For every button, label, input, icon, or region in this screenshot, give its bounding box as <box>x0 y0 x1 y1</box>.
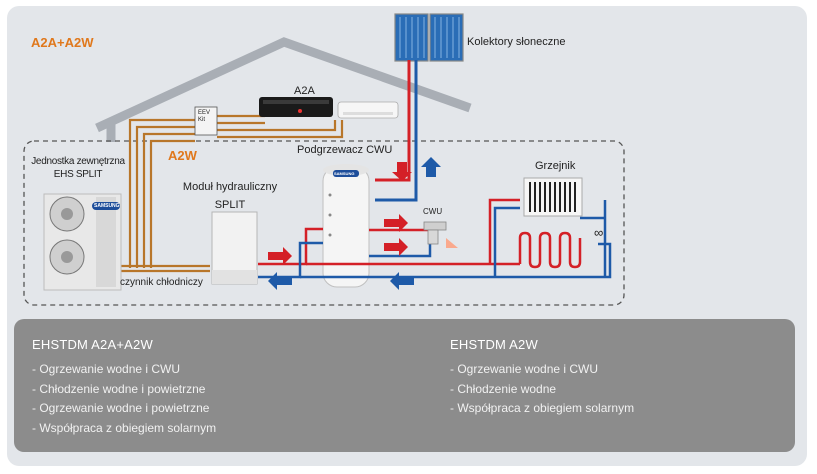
model-a2a-a2w-features: - Ogrzewanie wodne i CWU - Chłodzenie wo… <box>32 360 216 438</box>
blue-arrow-left-1 <box>268 272 292 290</box>
outdoor-unit-line2: EHS SPLIT <box>53 169 103 180</box>
refrigerant-label: czynnik chłodniczy <box>120 277 203 288</box>
hydro-module-label: Moduł hydrauliczny SPLIT <box>180 178 280 214</box>
hydro-module-icon <box>211 211 258 285</box>
red-arrow-right-2 <box>384 214 408 232</box>
eev-kit-line2: Kit <box>198 117 206 123</box>
water-circuit-pipes <box>258 198 612 279</box>
a2a-label: A2A <box>294 85 315 97</box>
dhw-tap-icon <box>423 221 458 248</box>
outdoor-unit-line1: Jednostka zewnętrzna <box>31 156 125 167</box>
red-arrow-down <box>392 162 412 181</box>
refrigerant-pipes <box>118 114 344 273</box>
outdoor-unit-icon <box>43 193 122 291</box>
dhw-tank-icon <box>322 164 370 288</box>
system-a2w-label: A2W <box>168 148 197 163</box>
feature-item: - Ogrzewanie wodne i CWU <box>32 362 181 376</box>
model-a2w-features: - Ogrzewanie wodne i CWU - Chłodzenie wo… <box>450 360 634 419</box>
hydro-module-line2: SPLIT <box>214 199 246 211</box>
red-arrow-right-3 <box>384 238 408 256</box>
dhw-heater-label: Podgrzewacz CWU <box>297 144 393 156</box>
feature-item: - Współpraca z obiegiem solarnym <box>450 401 635 415</box>
system-a2a-a2w-label: A2A+A2W <box>31 35 94 50</box>
outdoor-unit-label: Jednostka zewnętrzna EHS SPLIT <box>30 155 126 181</box>
feature-item: - Chłodzenie wodne i powietrzne <box>32 381 206 396</box>
a2a-indoor-unit-white <box>337 101 399 119</box>
feature-item: - Ogrzewanie wodne i powietrzne <box>32 401 210 415</box>
blue-arrow-up <box>421 157 441 177</box>
feature-item: - Chłodzenie wodne <box>450 381 557 396</box>
model-a2a-a2w-heading: EHSTDM A2A+A2W <box>32 337 153 352</box>
eev-kit-line1: EEV <box>198 110 211 116</box>
eev-kit-box <box>194 106 218 136</box>
model-a2w-heading: EHSTDM A2W <box>450 337 538 352</box>
a2a-indoor-unit-dark <box>259 97 333 117</box>
radiator-icon <box>523 177 583 217</box>
red-arrow-right-1 <box>268 247 292 265</box>
a2w-zone-border <box>23 140 625 306</box>
feature-item: - Ogrzewanie wodne i CWU <box>450 362 599 376</box>
dhw-tap-label: CWU <box>423 207 443 216</box>
blue-arrow-left-2 <box>390 272 414 290</box>
tank-brand-logo: SAMSUNG <box>334 171 355 176</box>
solar-collectors-icon <box>394 13 464 62</box>
outdoor-brand-logo: SAMSUNG <box>94 203 120 209</box>
radiator-label: Grzejnik <box>535 160 576 172</box>
feature-item: - Współpraca z obiegiem solarnym <box>32 420 217 435</box>
solar-collectors-label: Kolektory słoneczne <box>467 36 566 48</box>
eev-kit-label: EEV Kit <box>198 110 210 124</box>
model-info-panel: EHSTDM A2A+A2W - Ogrzewanie wodne i CWU … <box>14 319 795 452</box>
infinity-symbol: ∞ <box>594 225 604 240</box>
floor-heating-coil <box>518 231 582 269</box>
solar-loop-pipes <box>375 60 418 202</box>
hydro-module-line1: Moduł hydrauliczny <box>182 181 278 193</box>
